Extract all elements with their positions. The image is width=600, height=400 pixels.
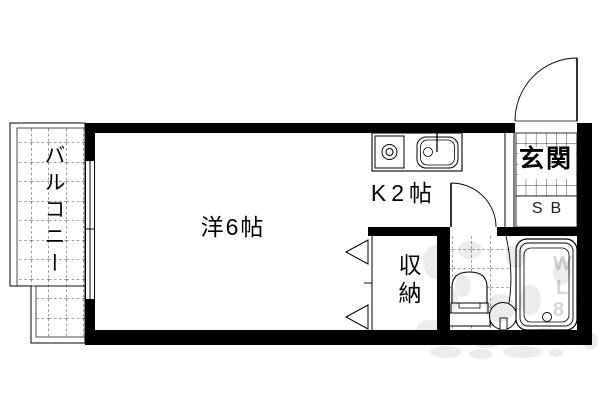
bathroom-area xyxy=(447,235,578,331)
balcony-label: バルコニー xyxy=(42,144,65,279)
toilet-icon xyxy=(447,271,491,327)
folding-door-triangles-icon xyxy=(344,239,369,330)
bathroom-door-icon xyxy=(450,182,497,228)
balcony-floor-grid xyxy=(35,285,86,338)
kitchen-label: K2帖 xyxy=(370,180,438,206)
sliding-window-icon xyxy=(85,161,95,299)
closet-label: 収納 xyxy=(395,253,421,309)
living-room-label: 洋6帖 xyxy=(200,214,266,240)
entrance-label: 玄関 xyxy=(518,145,573,173)
entrance-area xyxy=(504,132,578,228)
walls xyxy=(85,123,592,345)
bathtub-icon xyxy=(515,238,578,331)
balcony-area xyxy=(9,122,86,344)
stove-burner-icon xyxy=(374,135,405,169)
balcony-floor-grid xyxy=(16,127,86,287)
entrance-door-icon xyxy=(514,57,578,122)
closet-area xyxy=(344,236,373,330)
shoebox-label: SB xyxy=(531,200,570,217)
round-washbasin-icon xyxy=(489,302,517,331)
kitchen-counter xyxy=(371,130,463,172)
